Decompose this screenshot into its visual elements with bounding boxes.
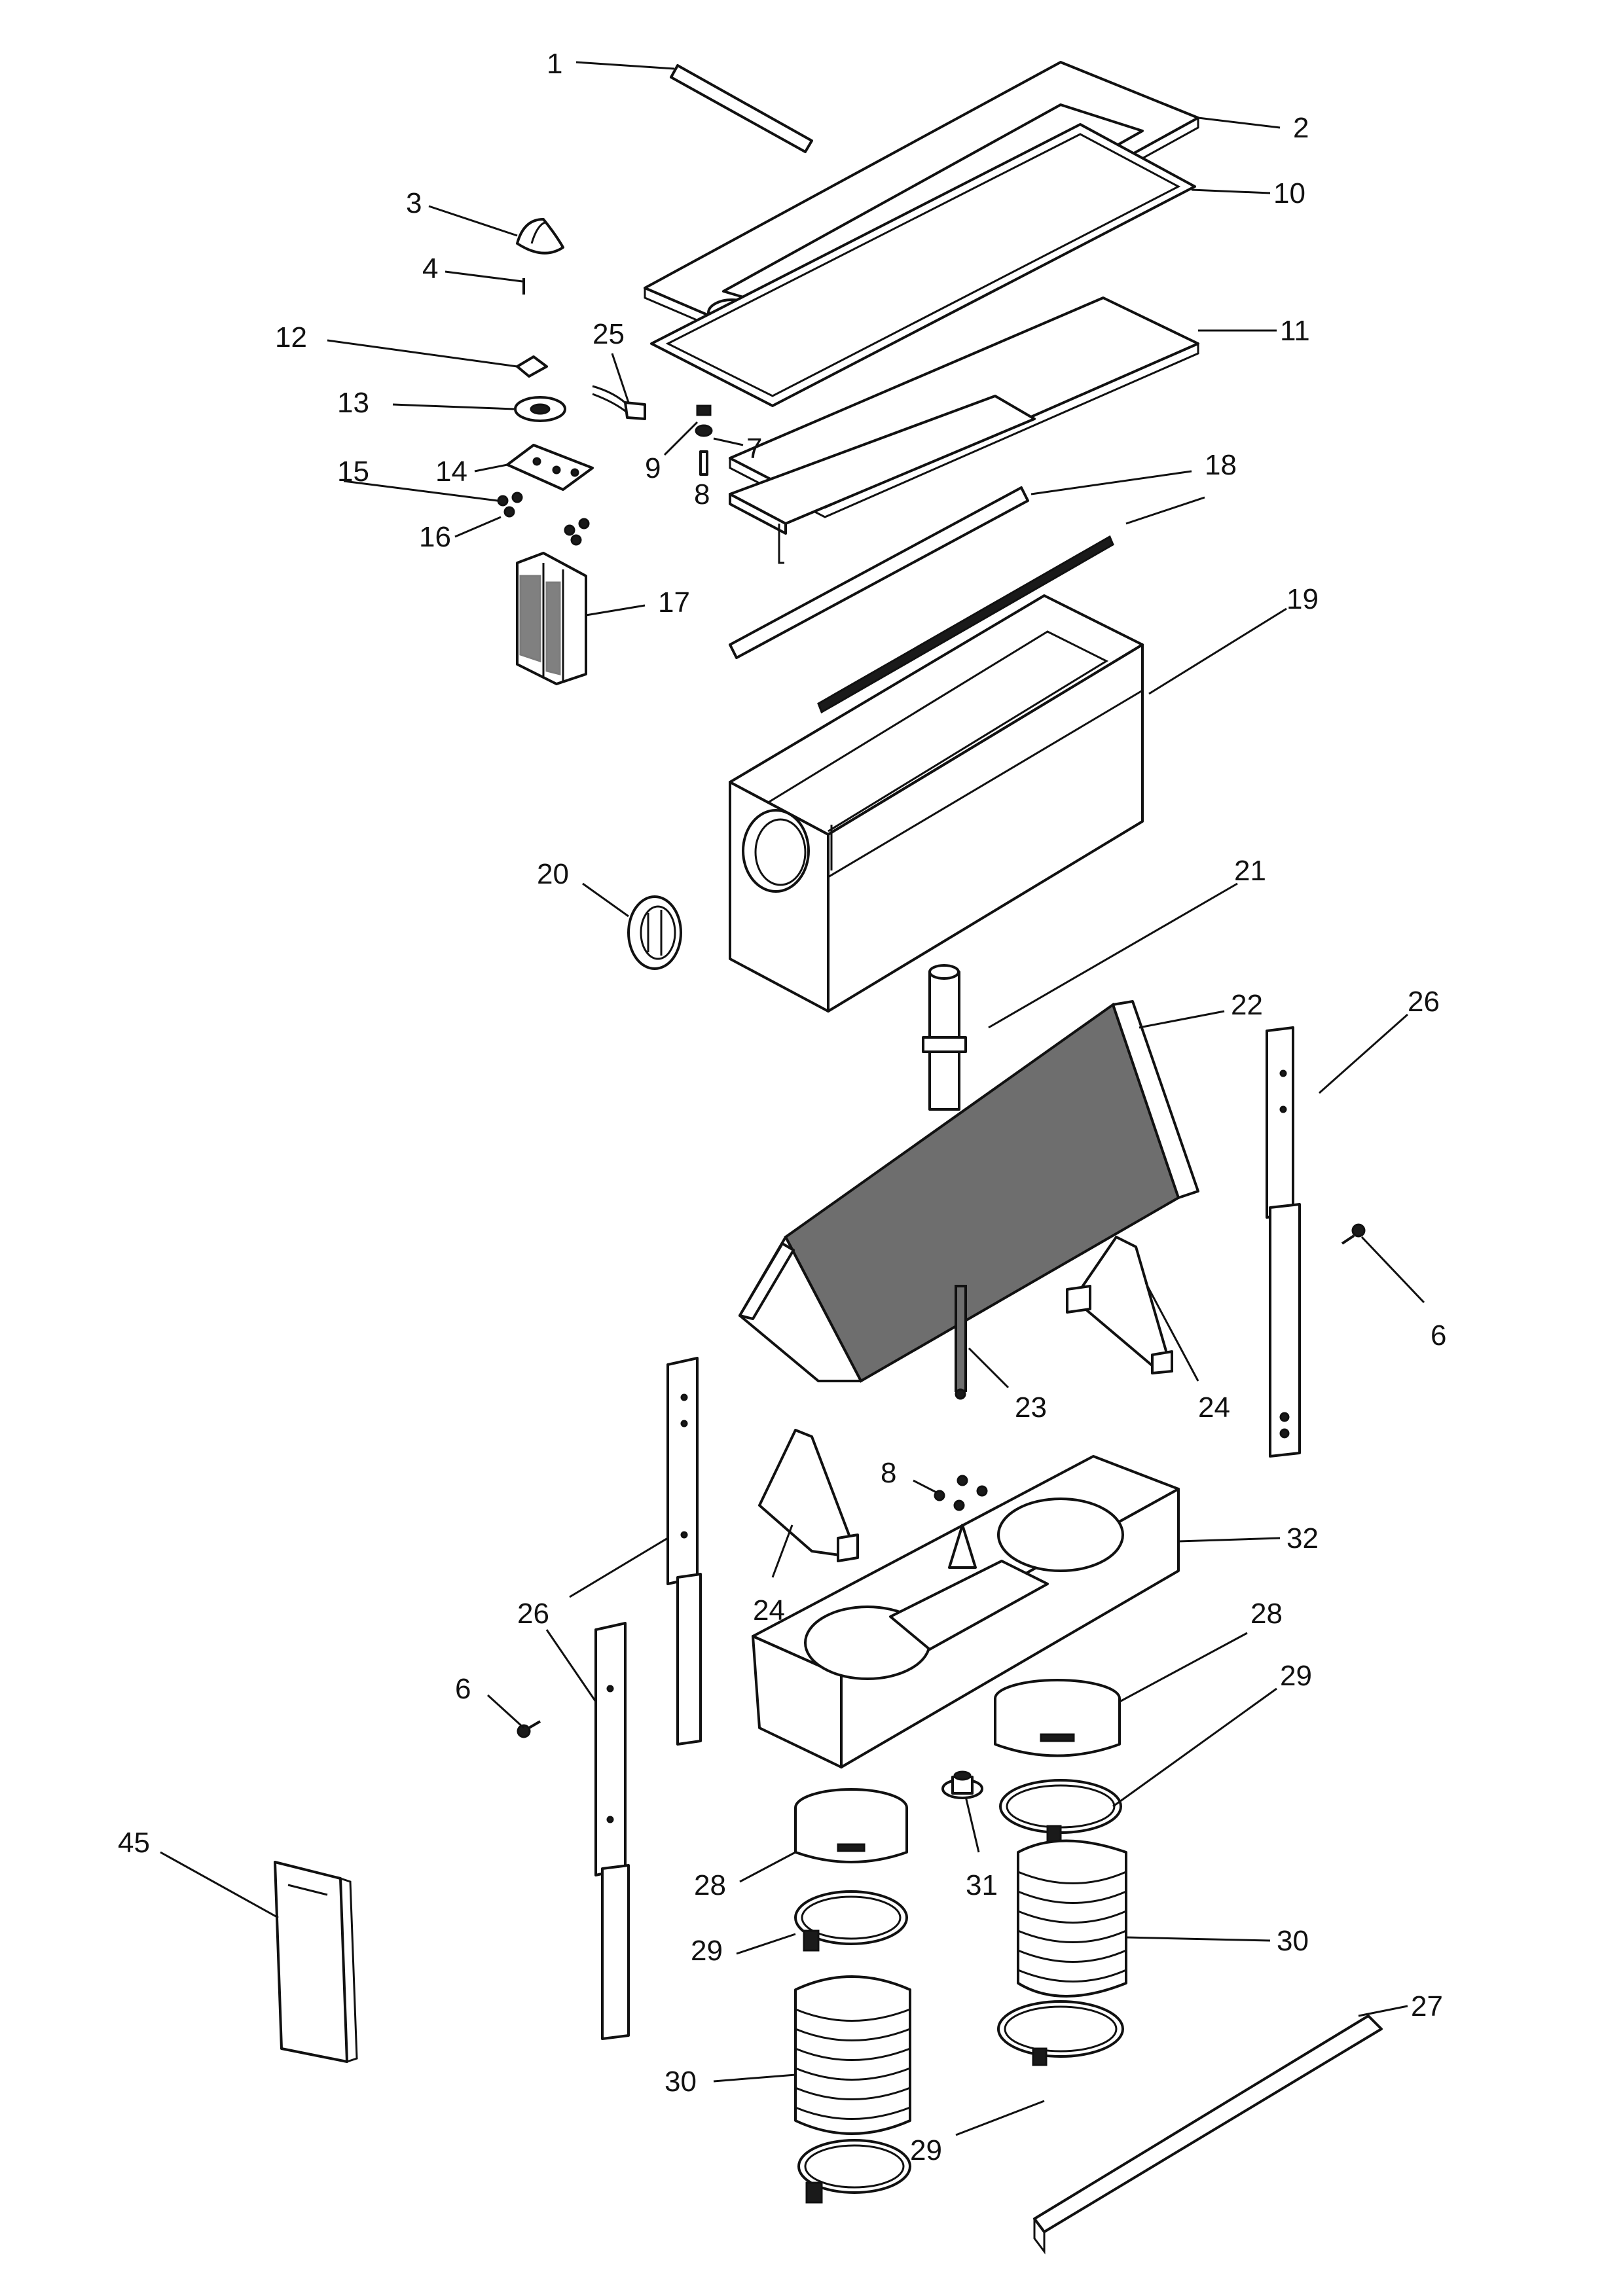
part-19-main-housing — [729, 594, 1144, 1013]
callout-2: 2 — [1293, 112, 1309, 144]
part-14-mounting-plate — [506, 444, 594, 491]
part-23-threaded-rod — [955, 1285, 967, 1400]
callout-15: 15 — [337, 456, 369, 488]
callout-7: 7 — [746, 433, 762, 465]
callout-4: 4 — [422, 253, 438, 285]
part-13-washer — [514, 396, 566, 422]
part-29-clamp-right-top — [999, 1779, 1122, 1844]
part-1-trim-strip — [670, 64, 813, 153]
part-8-screws-lower — [934, 1475, 988, 1511]
callout-21: 21 — [1234, 855, 1266, 887]
callout-10: 10 — [1273, 177, 1305, 209]
part-20-collar-ring — [627, 895, 682, 970]
part-24-bracket-left — [758, 1429, 859, 1562]
leader-lines — [160, 61, 1425, 2136]
callout-24: 24 — [1198, 1391, 1230, 1424]
callout-20: 20 — [537, 858, 569, 890]
callout-26-left: 26 — [517, 1598, 549, 1630]
callout-28: 28 — [1250, 1598, 1283, 1630]
callout-29-left: 29 — [691, 1935, 723, 1967]
callout-32: 32 — [1286, 1522, 1319, 1554]
part-18-access-panel — [729, 395, 1036, 564]
part-6-screw-right — [1341, 1223, 1366, 1245]
part-29-clamp-left-bottom — [797, 2139, 911, 2204]
part-22-coil — [739, 1000, 1199, 1383]
part-3-knob — [516, 218, 564, 255]
callout-19: 19 — [1286, 583, 1319, 615]
callout-23: 23 — [1015, 1391, 1047, 1424]
callout-8: 8 — [694, 478, 710, 511]
part-31-drain-fitting — [941, 1770, 983, 1799]
callout-30-left: 30 — [665, 2066, 697, 2098]
callout-16: 16 — [419, 521, 451, 553]
callout-29: 29 — [1280, 1660, 1312, 1692]
callout-22: 22 — [1231, 989, 1263, 1021]
part-26-rail-left — [594, 1357, 702, 2040]
callout-31: 31 — [966, 1869, 998, 1901]
part-24-bracket-right — [1066, 1236, 1173, 1374]
part-6-screw-left — [517, 1720, 541, 1738]
callout-25: 25 — [593, 318, 625, 350]
callout-labels: 1 2 3 4 10 12 25 11 13 9 7 14 15 8 18 16… — [118, 48, 1446, 2166]
part-21-tube — [922, 964, 967, 1111]
callout-1: 1 — [547, 48, 562, 80]
callout-12: 12 — [275, 321, 307, 353]
part-29-clamp-left-top — [794, 1890, 908, 1952]
callout-6-left: 6 — [455, 1673, 471, 1705]
part-18-seal-strips — [729, 486, 1114, 714]
part-10-gasket — [650, 123, 1196, 407]
callout-17: 17 — [658, 586, 690, 619]
part-12-small-bracket — [516, 355, 548, 378]
callout-30: 30 — [1277, 1925, 1309, 1957]
part-32-drain-pan — [752, 1455, 1180, 1768]
callout-13: 13 — [337, 387, 369, 419]
callout-9: 9 — [645, 452, 661, 484]
callout-14: 14 — [435, 456, 467, 488]
callout-28-left: 28 — [694, 1869, 726, 1901]
part-15-16-screws — [497, 492, 590, 546]
part-26-rail-right — [1266, 1026, 1301, 1458]
callout-3: 3 — [406, 187, 422, 219]
callout-6: 6 — [1431, 1319, 1446, 1352]
part-28-collar-left — [794, 1788, 908, 1863]
callout-11: 11 — [1280, 315, 1310, 347]
callout-18: 18 — [1205, 449, 1237, 481]
part-30-flex-hose-left — [794, 1975, 911, 2135]
callout-24-left: 24 — [753, 1594, 785, 1626]
part-29-clamp-right-bottom — [997, 2000, 1124, 2066]
callout-8-lower: 8 — [881, 1457, 896, 1489]
callout-26: 26 — [1408, 986, 1440, 1018]
part-28-collar-right — [994, 1679, 1121, 1757]
part-45-manual-booklet — [274, 1861, 358, 2063]
callout-45: 45 — [118, 1827, 150, 1859]
callout-27: 27 — [1411, 1990, 1443, 2022]
part-25-wire-sensor — [592, 385, 646, 420]
part-7-9-fasteners — [695, 404, 713, 476]
part-17-control-module — [516, 552, 587, 685]
part-27-trim-strip — [1033, 2015, 1383, 2255]
callout-29-bottom: 29 — [910, 2134, 942, 2166]
part-30-flex-hose-right — [1017, 1839, 1127, 1998]
